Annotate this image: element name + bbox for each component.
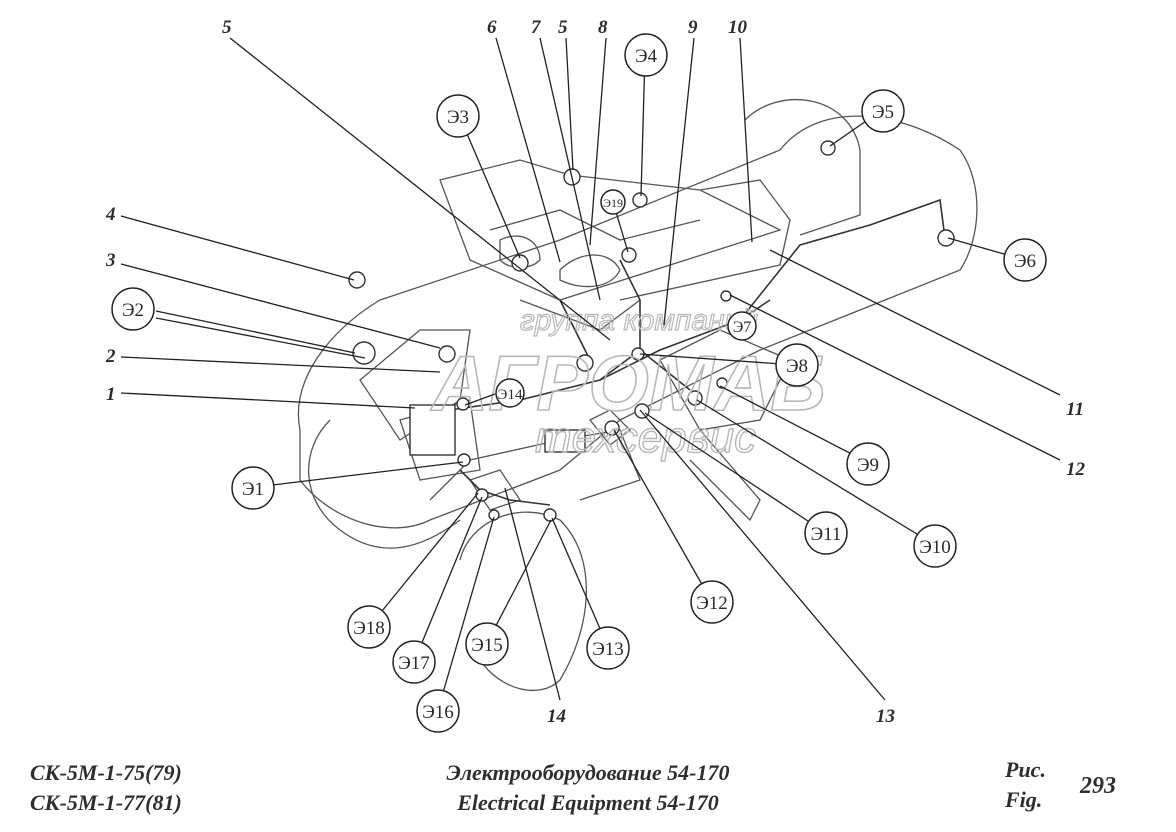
figure-label-ru: Рис. (1005, 757, 1046, 782)
callout-13: 13 (876, 706, 895, 727)
element-e15: Э15 (471, 635, 503, 656)
element-e13: Э13 (592, 639, 624, 660)
watermark-line3: техсервис (535, 413, 756, 462)
figure-title-ru: Электрооборудование 54-170 (446, 760, 730, 785)
element-callout-labels: Э1 Э2 Э3 Э4 Э5 Э6 Э19 Э7 Э8 Э9 Э10 Э11 Э… (122, 46, 1036, 723)
figure-title-en: Electrical Equipment 54-170 (457, 790, 719, 815)
figure-title: Электрооборудование 54-170 Electrical Eq… (0, 758, 1176, 818)
watermark-line2: АГРОМАБ (430, 339, 825, 427)
element-callouts (111, 33, 1047, 733)
element-e2: Э2 (122, 300, 144, 321)
element-e12: Э12 (696, 593, 728, 614)
element-e19: Э19 (603, 196, 623, 210)
callout-8: 8 (598, 17, 608, 38)
callout-1: 1 (106, 384, 116, 405)
callout-12: 12 (1066, 459, 1086, 480)
callout-6: 6 (487, 17, 497, 38)
figure-label-en: Fig. (1005, 787, 1043, 812)
component-marks (348, 140, 955, 522)
model-number-1: СК-5М-1-75(79) (30, 760, 182, 785)
callout-14: 14 (547, 706, 566, 727)
element-e8: Э8 (786, 356, 808, 377)
element-e16: Э16 (422, 702, 454, 723)
element-e5: Э5 (872, 102, 894, 123)
element-e1: Э1 (242, 479, 264, 500)
element-e9: Э9 (857, 455, 879, 476)
element-e18: Э18 (353, 618, 385, 639)
element-e4: Э4 (635, 46, 658, 67)
element-e17: Э17 (398, 653, 430, 674)
callout-9: 9 (688, 17, 698, 38)
callout-5-left: 5 (222, 17, 232, 38)
callout-7: 7 (531, 17, 542, 38)
leader-lines (120, 37, 1061, 711)
figure-label: Рис. Fig. (1005, 755, 1046, 815)
watermark: группа компаний АГРОМАБ техсервис (429, 303, 826, 462)
model-numbers: СК-5М-1-75(79) СК-5М-1-77(81) (30, 758, 182, 818)
element-e7: Э7 (733, 319, 752, 336)
callout-3: 3 (105, 250, 116, 271)
watermark-line1: группа компаний (520, 304, 758, 337)
element-e3: Э3 (447, 107, 469, 128)
element-e11: Э11 (811, 524, 842, 545)
model-number-2: СК-5М-1-77(81) (30, 790, 182, 815)
machine-outline (297, 99, 978, 692)
element-e10: Э10 (919, 537, 951, 558)
element-e14: Э14 (498, 387, 523, 403)
element-e6: Э6 (1014, 251, 1036, 272)
callout-2: 2 (105, 346, 116, 367)
figure-number: 293 (1080, 773, 1116, 799)
callout-10: 10 (728, 17, 748, 38)
callout-5-top: 5 (558, 17, 568, 38)
callout-11: 11 (1066, 399, 1084, 420)
number-callouts: 5 6 7 5 8 9 10 4 3 2 1 11 12 13 14 (105, 17, 1086, 727)
callout-4: 4 (105, 204, 116, 225)
electrical-equipment-diagram: группа компаний АГРОМАБ техсервис (105, 17, 1086, 733)
